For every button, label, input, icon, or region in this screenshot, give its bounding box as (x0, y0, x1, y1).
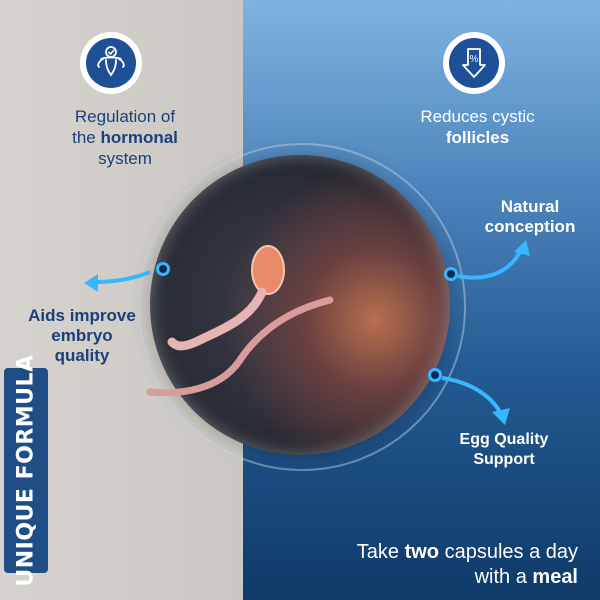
arrow-egg (441, 376, 502, 414)
unique-formula-label: UNIQUE FORMULA (4, 354, 48, 587)
feature-hormonal-line1: Regulation of (74, 107, 176, 126)
callout-egg-line1: Egg Quality (459, 431, 549, 448)
egg-cell-illustration (150, 155, 450, 455)
sperm-tail-2 (146, 296, 334, 397)
arrow-egg-head (492, 408, 510, 425)
feature-hormonal-line2-pre: the (72, 128, 101, 147)
sperm-head (251, 245, 285, 295)
svg-text:%: % (470, 54, 479, 65)
uterus-check-icon (97, 46, 125, 77)
arrow-left (95, 270, 151, 284)
feature-hormonal-line2: the hormonal (40, 127, 210, 148)
feature-hormonal-bold: hormonal (100, 128, 178, 147)
feature-hormonal-line3: system (98, 149, 152, 168)
callout-dot-natural (444, 267, 458, 281)
follicles-badge: % (443, 32, 505, 94)
percent-down-arrow-icon: % (462, 48, 486, 78)
dosage-instruction: Take two capsules a day with a meal (320, 540, 578, 590)
hormonal-badge (80, 32, 142, 94)
callout-aids-line3: quality (54, 346, 110, 365)
callout-aids-line2: embryo (51, 326, 113, 345)
sperm-tail (167, 287, 267, 351)
callout-natural-conception: Natural conception (476, 197, 584, 237)
callout-dot-egg (428, 368, 442, 382)
callout-embryo-quality: Aids improve embryo quality (14, 306, 150, 366)
callout-egg-quality: Egg Quality Support (444, 430, 564, 470)
instruction-bold2: meal (532, 566, 578, 588)
arrow-left-head (84, 274, 98, 292)
callout-egg-line2: Support (473, 451, 535, 468)
egg-cell-membrane (138, 143, 466, 471)
unique-formula-text: UNIQUE FORMULA (13, 354, 39, 587)
instruction-pre: Take (356, 541, 405, 563)
callout-natural-line1: Natural (500, 197, 560, 216)
feature-follicles-line1: Reduces cystic (420, 107, 535, 126)
feature-hormonal: Regulation of the hormonal system (40, 106, 210, 169)
arrow-natural (457, 250, 522, 280)
callout-natural-line2: conception (484, 217, 576, 236)
feature-follicles: Reduces cystic follicles (390, 106, 565, 148)
arrow-natural-head (514, 240, 530, 256)
callout-dot-left (156, 262, 170, 276)
instruction-bold1: two (404, 541, 440, 563)
instruction-line2-pre: with a (474, 566, 533, 588)
instruction-mid: capsules a day (439, 541, 578, 563)
callout-aids-line1: Aids improve (28, 306, 136, 325)
feature-follicles-bold: follicles (445, 128, 510, 147)
